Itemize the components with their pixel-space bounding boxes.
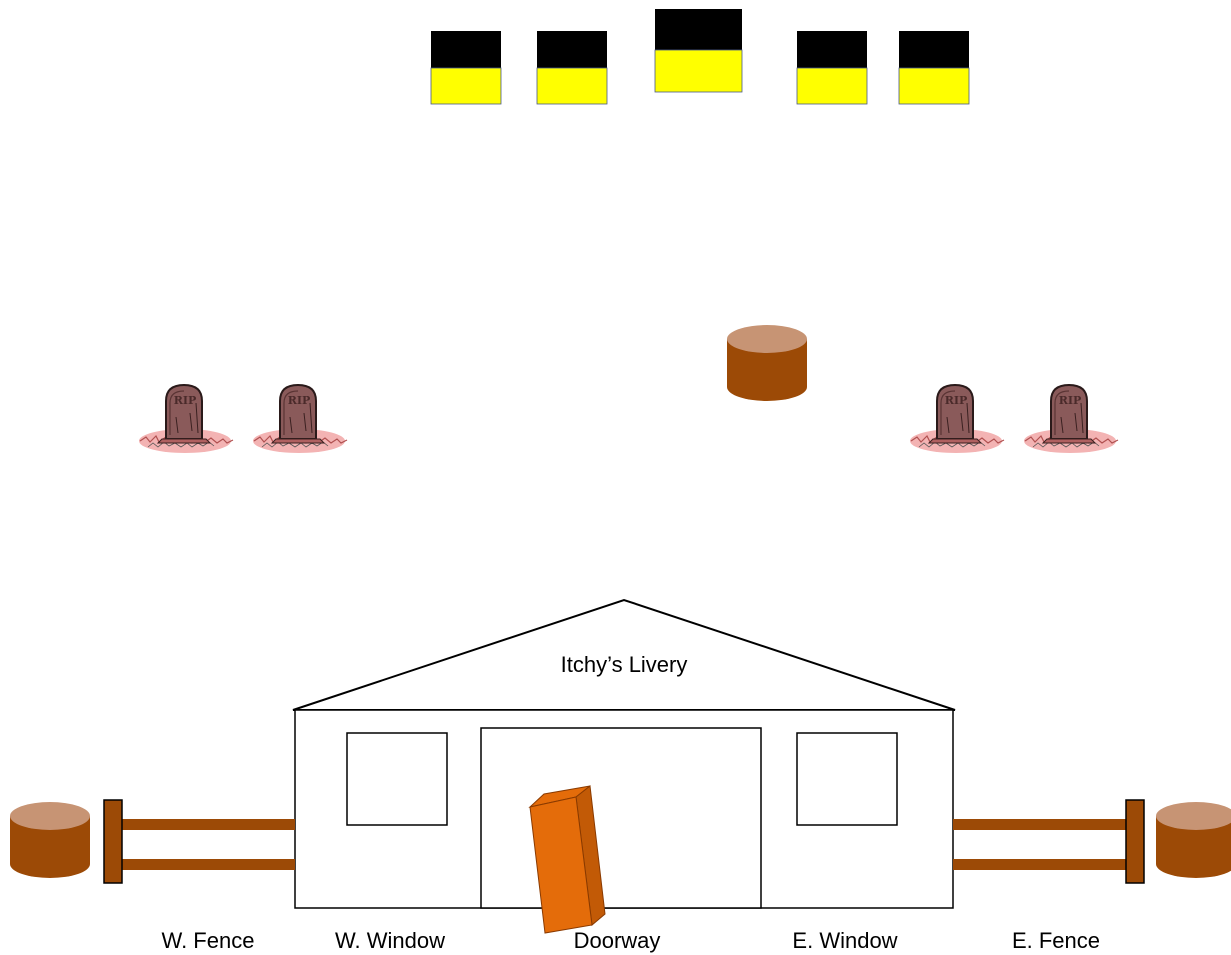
- light-tile-icon: [898, 30, 970, 105]
- light-tile-icon: [430, 30, 502, 105]
- light-tiles-row: [430, 9, 970, 105]
- light-tile-icon: [796, 30, 868, 105]
- east-window: [796, 732, 898, 826]
- light-tile-icon: [654, 9, 743, 93]
- barrel-icon: [727, 325, 807, 401]
- label-e-fence: E. Fence: [1012, 928, 1100, 953]
- label-doorway: Doorway: [574, 928, 661, 953]
- tombstone-icon: RIP: [138, 384, 234, 454]
- svg-text:RIP: RIP: [1059, 394, 1082, 407]
- tombstone-icon: RIP: [252, 384, 348, 454]
- crate-icon: [528, 785, 606, 934]
- light-tile-icon: [536, 30, 608, 105]
- building-sign: Itchy’s Livery: [561, 652, 688, 677]
- fence-icon: [103, 799, 295, 884]
- fence-icon: [953, 799, 1145, 884]
- barrel-icon: [10, 802, 90, 878]
- tombstone-icon: RIP: [909, 384, 1005, 454]
- label-e-window: E. Window: [792, 928, 897, 953]
- barrel-icon: [1156, 802, 1231, 878]
- livery-building: Itchy’s Livery: [292, 598, 956, 909]
- label-w-fence: W. Fence: [162, 928, 255, 953]
- svg-text:RIP: RIP: [945, 394, 968, 407]
- svg-text:RIP: RIP: [174, 394, 197, 407]
- doorway: [480, 727, 762, 909]
- svg-text:RIP: RIP: [288, 394, 311, 407]
- label-w-window: W. Window: [335, 928, 445, 953]
- tombstone-icon: RIP: [1023, 384, 1119, 454]
- west-window: [346, 732, 448, 826]
